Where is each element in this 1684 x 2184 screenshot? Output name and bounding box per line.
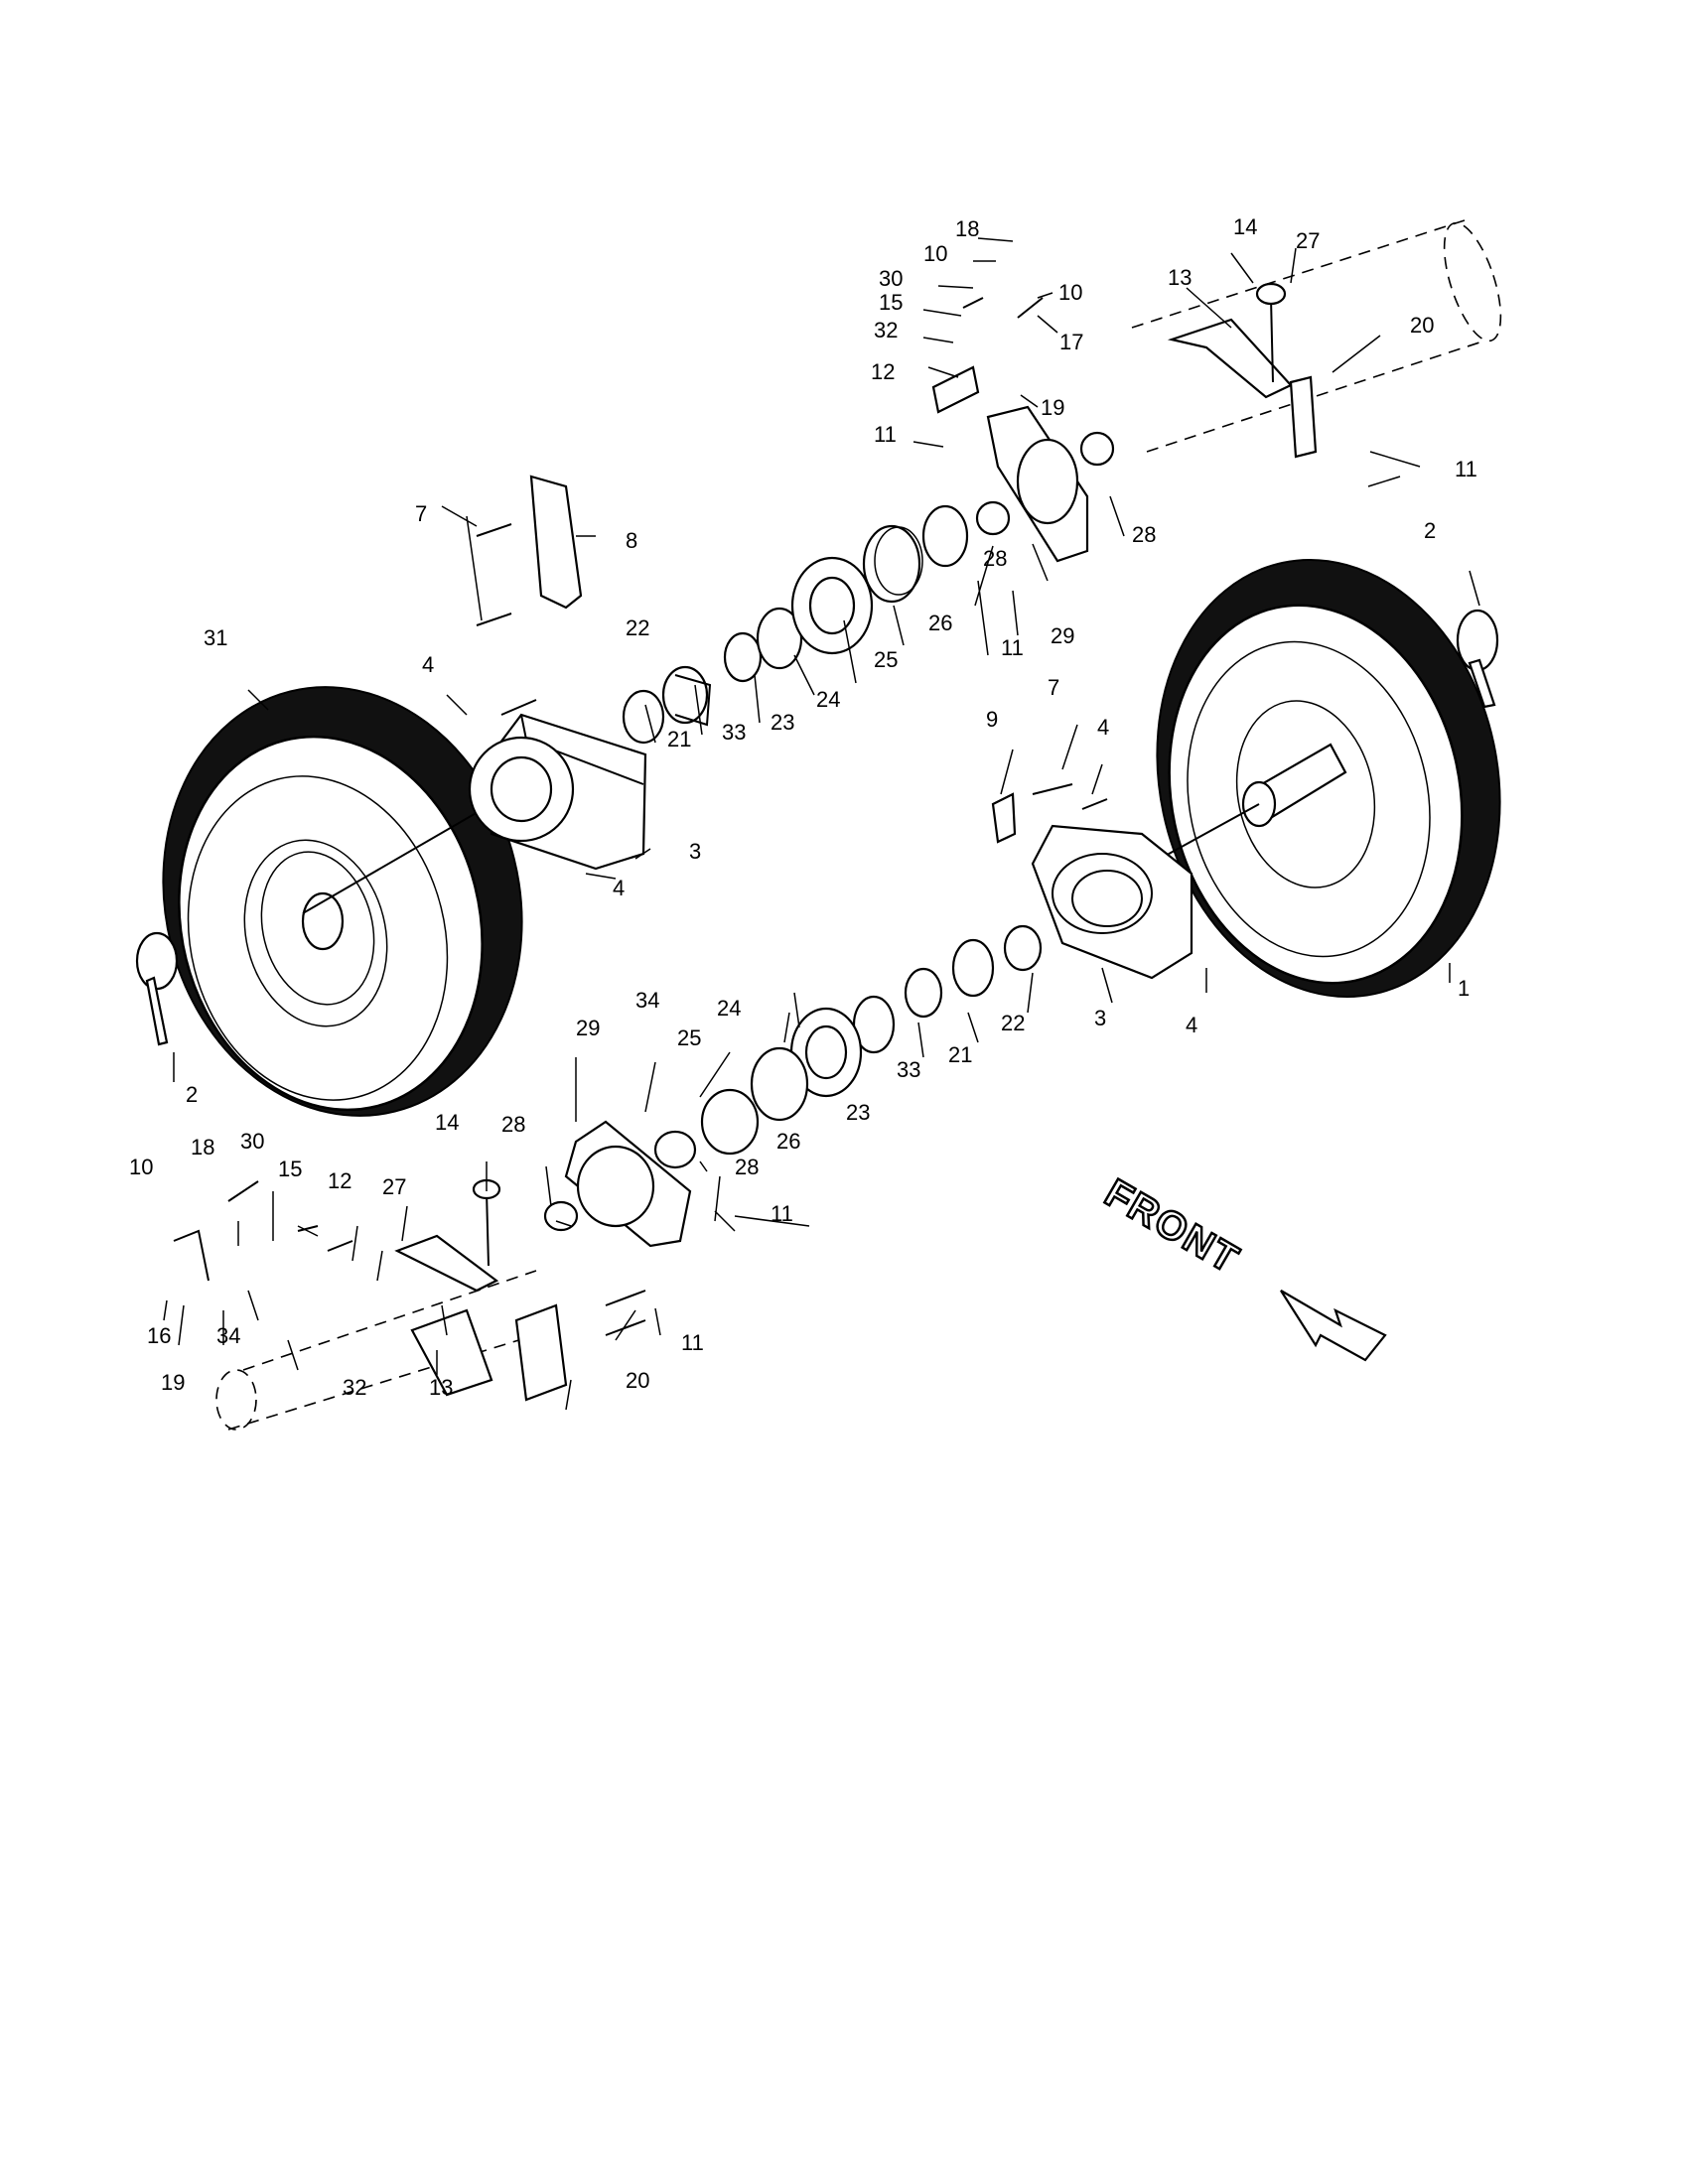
- callout-2-right: 2: [1424, 518, 1436, 543]
- callout-20-lower: 20: [626, 1368, 649, 1393]
- callout-11-lower-right: 11: [681, 1330, 704, 1355]
- callout-17: 17: [1059, 330, 1083, 354]
- upper-drive-components: [622, 405, 1115, 745]
- callout-26-lower: 26: [776, 1129, 800, 1154]
- callout-25-upper: 25: [874, 647, 898, 672]
- callout-14-upper: 14: [1233, 214, 1257, 239]
- callout-18-lower: 18: [191, 1135, 214, 1160]
- callout-3-right: 3: [1094, 1006, 1106, 1030]
- right-drive-housing: [1031, 824, 1193, 980]
- callout-20-upper: 20: [1410, 313, 1434, 338]
- callout-22-lower: 22: [1001, 1011, 1025, 1035]
- callout-31: 31: [204, 625, 227, 650]
- callout-34-lower-left: 34: [216, 1323, 240, 1348]
- callout-4-left-bottom: 4: [613, 876, 625, 900]
- callout-10-lower: 10: [129, 1155, 153, 1179]
- callout-28-lower-right: 28: [735, 1155, 759, 1179]
- callout-12-upper: 12: [871, 359, 895, 384]
- callout-30-lower: 30: [240, 1129, 264, 1154]
- callout-33-lower: 33: [897, 1057, 920, 1082]
- callout-32-lower: 32: [343, 1375, 366, 1400]
- callout-21-upper: 21: [667, 727, 691, 751]
- callout-27-upper: 27: [1296, 228, 1320, 253]
- callout-labels: 18 10 30 15 32 12 10 17 19 14 27 13 20 1…: [129, 214, 1477, 1400]
- callout-14-lower: 14: [435, 1110, 459, 1135]
- front-direction-indicator: FRONT: [1096, 1169, 1387, 1362]
- callout-24-upper: 24: [816, 687, 840, 712]
- callout-4-right-bottom: 4: [1186, 1013, 1197, 1037]
- lynch-pin-left: [135, 931, 179, 1046]
- callout-10-upper-left: 10: [923, 241, 947, 266]
- callout-4-upper-left: 4: [422, 652, 434, 677]
- callout-28-upper-right: 28: [1132, 522, 1156, 547]
- callout-28-upper-mid: 28: [983, 546, 1007, 571]
- callout-4-right-top: 4: [1097, 715, 1109, 740]
- callout-23-upper: 23: [771, 710, 794, 735]
- callout-11-lower-mid: 11: [771, 1201, 793, 1226]
- callout-32-upper: 32: [874, 318, 898, 342]
- callout-7-right: 7: [1048, 675, 1059, 700]
- callout-33-upper: 33: [722, 720, 746, 745]
- leader-lines: [163, 237, 1480, 1411]
- callout-11-upper-left: 11: [874, 422, 897, 447]
- callout-7-upper-left: 7: [415, 501, 427, 526]
- left-drive-housing: [468, 699, 647, 871]
- callout-12-lower: 12: [328, 1168, 351, 1193]
- callout-11-upper-mid: 11: [1001, 635, 1024, 660]
- callout-34-lower-mid: 34: [635, 988, 659, 1013]
- lynch-pin-right: [1456, 609, 1499, 709]
- callout-16: 16: [147, 1323, 171, 1348]
- callout-21-lower: 21: [948, 1042, 972, 1067]
- callout-25-lower: 25: [677, 1025, 701, 1050]
- callout-22-upper: 22: [626, 615, 649, 640]
- lower-drive-components: [543, 924, 1043, 1248]
- callout-13-upper: 13: [1168, 265, 1192, 290]
- callout-13-lower: 13: [429, 1375, 453, 1400]
- callout-15-lower: 15: [278, 1157, 302, 1181]
- callout-28-lower-left: 28: [501, 1112, 525, 1137]
- callout-2-left: 2: [186, 1082, 198, 1107]
- callout-9: 9: [986, 707, 998, 732]
- callout-29-lower: 29: [576, 1016, 600, 1040]
- callout-1: 1: [1458, 976, 1470, 1001]
- callout-19-lower: 19: [161, 1370, 185, 1395]
- callout-29-upper: 29: [1051, 623, 1074, 648]
- callout-18-upper: 18: [955, 216, 979, 241]
- callout-15-upper: 15: [879, 290, 903, 315]
- left-wheel-tire: [162, 686, 523, 1117]
- callout-26-upper: 26: [928, 611, 952, 635]
- callout-23-lower: 23: [846, 1100, 870, 1125]
- brackets-and-hardware: [173, 282, 1318, 1402]
- callout-30-upper: 30: [879, 266, 903, 291]
- callout-8: 8: [626, 528, 637, 553]
- callout-27-lower: 27: [382, 1174, 406, 1199]
- callout-10-upper-right: 10: [1058, 280, 1082, 305]
- callout-24-lower: 24: [717, 996, 741, 1021]
- callout-11-upper-right: 11: [1455, 457, 1477, 481]
- right-wheel-tire: [1141, 558, 1501, 999]
- front-label: FRONT: [1098, 1171, 1247, 1283]
- callout-3-left: 3: [689, 839, 701, 864]
- callout-19-upper: 19: [1041, 395, 1064, 420]
